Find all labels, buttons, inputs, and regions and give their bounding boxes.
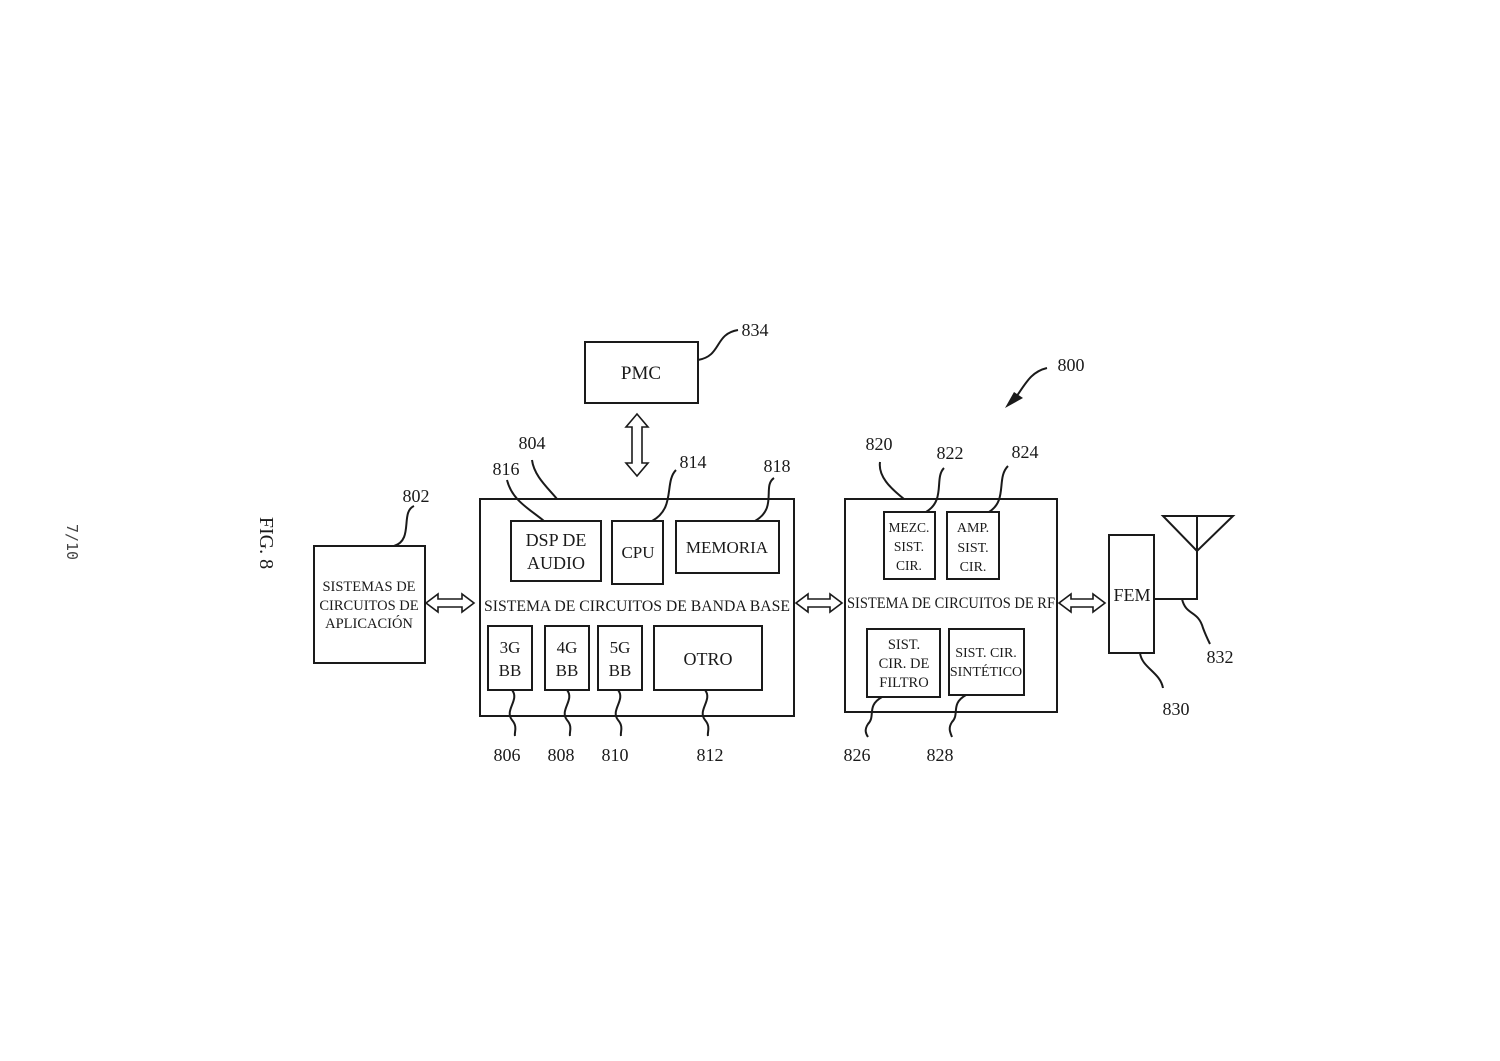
ref-810: 810 bbox=[602, 745, 629, 765]
mixer-label-line1: MEZC. bbox=[889, 520, 930, 535]
rf-label: SISTEMA DE CIRCUITOS DE RF bbox=[847, 595, 1055, 612]
bb-4g-block bbox=[545, 626, 589, 690]
ref-808: 808 bbox=[548, 745, 575, 765]
cpu-label: CPU bbox=[621, 543, 654, 562]
ref-830: 830 bbox=[1163, 699, 1190, 719]
filter-label-line3: FILTRO bbox=[879, 675, 928, 691]
leader-820 bbox=[880, 462, 904, 499]
application-label-line3: APLICACIÓN bbox=[325, 615, 413, 632]
ref-802: 802 bbox=[403, 486, 430, 506]
pointer-800-arrowhead bbox=[1005, 392, 1023, 408]
bb-4g-label-line2: BB bbox=[556, 661, 579, 680]
ref-816: 816 bbox=[493, 459, 520, 479]
bb-5g-block bbox=[598, 626, 642, 690]
leader-800 bbox=[1014, 368, 1047, 400]
filter-label-line2: CIR. DE bbox=[879, 656, 930, 672]
ref-814: 814 bbox=[680, 452, 707, 472]
page-number: 7/10 bbox=[63, 524, 81, 560]
leader-834 bbox=[698, 330, 738, 360]
antenna-icon bbox=[1163, 516, 1233, 551]
leader-804 bbox=[532, 460, 557, 499]
audio-dsp-label-line2: AUDIO bbox=[527, 553, 585, 573]
amplifier-label-line3: CIR. bbox=[960, 560, 987, 575]
baseband-rf-arrow bbox=[796, 594, 842, 612]
filter-label-line1: SIST. bbox=[888, 637, 920, 653]
ref-812: 812 bbox=[697, 745, 724, 765]
ref-824: 824 bbox=[1012, 442, 1039, 462]
ref-806: 806 bbox=[494, 745, 521, 765]
ref-826: 826 bbox=[844, 745, 871, 765]
ref-832: 832 bbox=[1207, 647, 1234, 667]
leader-802 bbox=[394, 506, 414, 546]
ref-818: 818 bbox=[764, 456, 791, 476]
mixer-label-line2: SIST. bbox=[894, 539, 924, 554]
baseband-label: SISTEMA DE CIRCUITOS DE BANDA BASE bbox=[484, 598, 790, 615]
leader-830 bbox=[1140, 653, 1163, 688]
bb-3g-label-line1: 3G bbox=[500, 638, 521, 657]
ref-828: 828 bbox=[927, 745, 954, 765]
ref-834: 834 bbox=[742, 320, 769, 340]
mixer-label-line3: CIR. bbox=[896, 558, 922, 573]
audio-dsp-label-line1: DSP DE bbox=[526, 530, 587, 550]
ref-822: 822 bbox=[937, 443, 964, 463]
ref-820: 820 bbox=[866, 434, 893, 454]
bb-4g-label-line1: 4G bbox=[557, 638, 578, 657]
leader-832 bbox=[1182, 599, 1210, 644]
app-baseband-arrow bbox=[426, 594, 474, 612]
pmc-baseband-arrow bbox=[626, 414, 648, 476]
application-label-line2: CIRCUITOS DE bbox=[319, 598, 418, 614]
bb-5g-label-line2: BB bbox=[609, 661, 632, 680]
bb-3g-block bbox=[488, 626, 532, 690]
other-label: OTRO bbox=[684, 649, 733, 669]
ref-804: 804 bbox=[519, 433, 546, 453]
application-label-line1: SISTEMAS DE bbox=[322, 579, 415, 595]
amplifier-label-line1: AMP. bbox=[957, 521, 989, 536]
amplifier-label-line2: SIST. bbox=[957, 541, 988, 556]
pmc-label: PMC bbox=[621, 363, 661, 384]
memory-label: MEMORIA bbox=[686, 538, 769, 557]
synthesizer-label-line1: SIST. CIR. bbox=[955, 646, 1017, 661]
fem-label: FEM bbox=[1113, 585, 1150, 605]
synthesizer-block bbox=[949, 629, 1024, 695]
ref-800: 800 bbox=[1058, 355, 1085, 375]
rf-fem-arrow bbox=[1059, 594, 1105, 612]
bb-3g-label-line2: BB bbox=[499, 661, 522, 680]
bb-5g-label-line1: 5G bbox=[610, 638, 631, 657]
figure-label: FIG. 8 bbox=[255, 517, 277, 569]
synthesizer-label-line2: SINTÉTICO bbox=[950, 663, 1022, 680]
